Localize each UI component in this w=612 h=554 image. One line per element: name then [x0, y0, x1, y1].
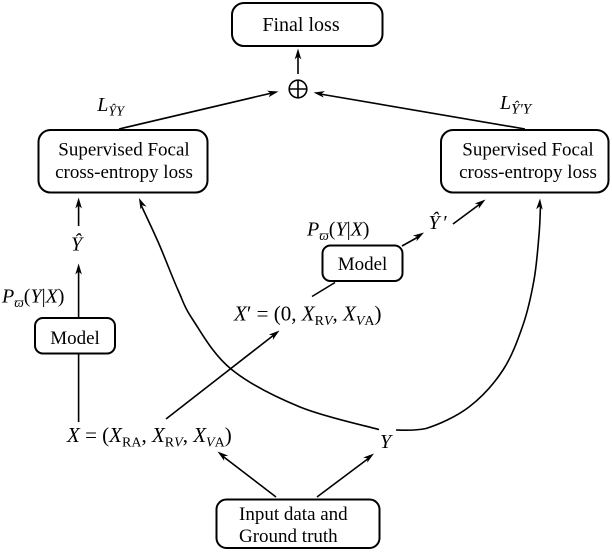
svg-text:Model: Model [50, 328, 100, 349]
svg-text:X = (XRA, XRV, XVA): X = (XRA, XRV, XVA) [66, 423, 232, 451]
svg-text:Supervised Focal: Supervised Focal [462, 140, 593, 161]
svg-text:Supervised Focal: Supervised Focal [58, 140, 189, 161]
svg-text:Ŷ′: Ŷ′ [429, 211, 448, 234]
svg-text:X′ = (0, XRV, XVA): X′ = (0, XRV, XVA) [233, 302, 382, 330]
svg-text:Input data and: Input data and [239, 504, 348, 525]
svg-text:Pϖ(Y|X): Pϖ(Y|X) [1, 286, 64, 311]
svg-text:Pϖ(Y|X): Pϖ(Y|X) [306, 219, 369, 244]
svg-text:Model: Model [338, 254, 388, 275]
svg-text:cross-entropy loss: cross-entropy loss [55, 162, 193, 183]
svg-text:Ground truth: Ground truth [239, 526, 338, 547]
svg-text:Y: Y [380, 431, 393, 453]
svg-text:cross-entropy loss: cross-entropy loss [459, 162, 597, 183]
svg-text:Final loss: Final loss [262, 14, 339, 36]
svg-text:Ŷ: Ŷ [71, 233, 84, 256]
